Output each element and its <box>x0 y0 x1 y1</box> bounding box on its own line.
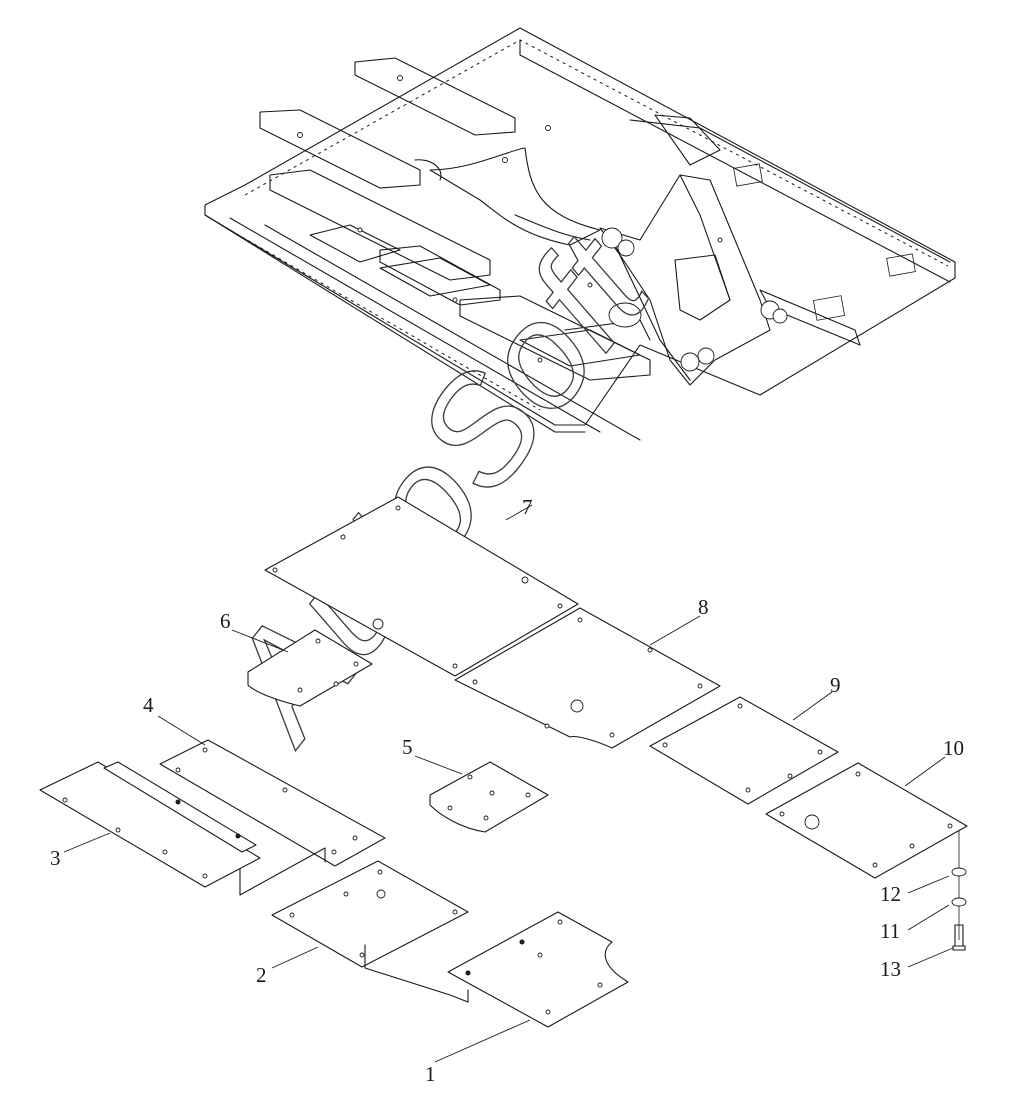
callout-6: 6 <box>220 609 231 633</box>
floor-plate-5 <box>429 761 549 833</box>
floor-plate-8 <box>454 607 721 749</box>
callout-4: 4 <box>143 693 154 717</box>
callout-5: 5 <box>402 735 413 759</box>
floor-plate-4 <box>159 739 386 896</box>
callout-3: 3 <box>50 846 61 870</box>
floor-plate-3 <box>39 761 261 888</box>
callout-11: 11 <box>880 919 900 943</box>
washer-11 <box>951 897 967 907</box>
callout-2: 2 <box>256 963 267 987</box>
floor-plate-1 <box>447 911 629 1028</box>
floor-plate-6 <box>247 629 373 707</box>
fastener-stack <box>951 830 967 951</box>
floor-plate-2 <box>271 860 469 1003</box>
callout-7: 7 <box>522 495 533 519</box>
callout-10: 10 <box>943 736 964 760</box>
frame-bolt-holes <box>297 75 723 363</box>
callout-8: 8 <box>698 595 709 619</box>
floor-plate-9 <box>649 696 839 805</box>
floor-plate-10 <box>765 762 968 879</box>
callout-1: 1 <box>425 1062 436 1086</box>
main-frame-assembly <box>204 27 956 441</box>
washer-12 <box>951 867 967 877</box>
callout-12: 12 <box>880 882 901 906</box>
callout-9: 9 <box>830 673 841 697</box>
callout-13: 13 <box>880 957 901 981</box>
callout-labels: 1 2 3 4 5 6 7 8 9 10 11 12 13 <box>50 495 964 1086</box>
bolt-13 <box>952 924 966 951</box>
leader-lines <box>63 504 954 1063</box>
floor-plate-7 <box>264 496 579 677</box>
